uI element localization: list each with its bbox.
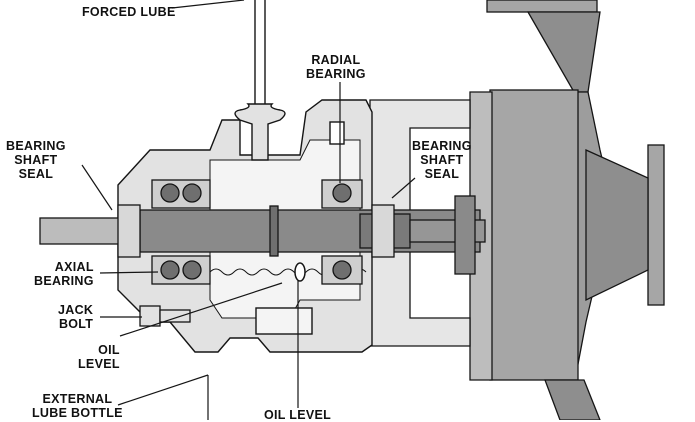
leader-lines <box>81 0 416 420</box>
bearing-shaft-seal-left-line-1: BEARING <box>6 139 66 153</box>
bearing-shaft-seal-right-line-3: SEAL <box>424 167 460 181</box>
oil-level-left-label: OIL LEVEL <box>78 343 120 371</box>
bearing-shaft-seal-right-label: BEARING SHAFT SEAL <box>412 139 472 181</box>
pump-casing <box>486 0 665 420</box>
bearing-shaft-seal-right-line-2: SHAFT <box>420 153 464 167</box>
axial-bearing-line-2: BEARING <box>34 274 94 288</box>
bearing-shaft-seals <box>117 204 395 258</box>
forced-lube-label: FORCED LUBE <box>82 5 176 19</box>
radial-bearing-label: RADIAL BEARING <box>306 53 366 81</box>
forced-lube-text: FORCED LUBE <box>82 5 176 19</box>
bearing-shaft-seal-left-label: BEARING SHAFT SEAL <box>6 139 66 181</box>
oil-level-bottom-text: OIL LEVEL <box>264 408 332 422</box>
radial-bearing-line-2: BEARING <box>306 67 366 81</box>
external-lube-bottle-label: EXTERNAL LUBE BOTTLE <box>32 392 123 420</box>
jack-bolt-line-2: BOLT <box>58 317 94 331</box>
axial-bearing <box>151 179 211 285</box>
external-lube-bottle-line-1: EXTERNAL <box>42 392 113 406</box>
jack-bolt-label: JACK BOLT <box>58 303 93 331</box>
jack-bolt-line-1: JACK <box>58 303 94 317</box>
bearing-shaft-seal-left-line-3: SEAL <box>18 167 54 181</box>
axial-bearing-label: AXIAL BEARING <box>34 260 94 288</box>
external-lube-bottle-line-2: LUBE BOTTLE <box>32 406 123 420</box>
oil-level-left-line-2: LEVEL <box>78 357 120 371</box>
axial-bearing-line-1: AXIAL <box>54 260 94 274</box>
radial-bearing-line-1: RADIAL <box>311 53 361 67</box>
forced-lube-fitting <box>234 0 286 161</box>
radial-bearing <box>321 179 363 285</box>
oil-level-left-line-1: OIL <box>98 343 120 357</box>
bearing-shaft-seal-left-line-2: SHAFT <box>14 153 58 167</box>
bearing-shaft-seal-right-line-1: BEARING <box>412 139 472 153</box>
oil-level-bottom-label: OIL LEVEL <box>264 408 331 422</box>
